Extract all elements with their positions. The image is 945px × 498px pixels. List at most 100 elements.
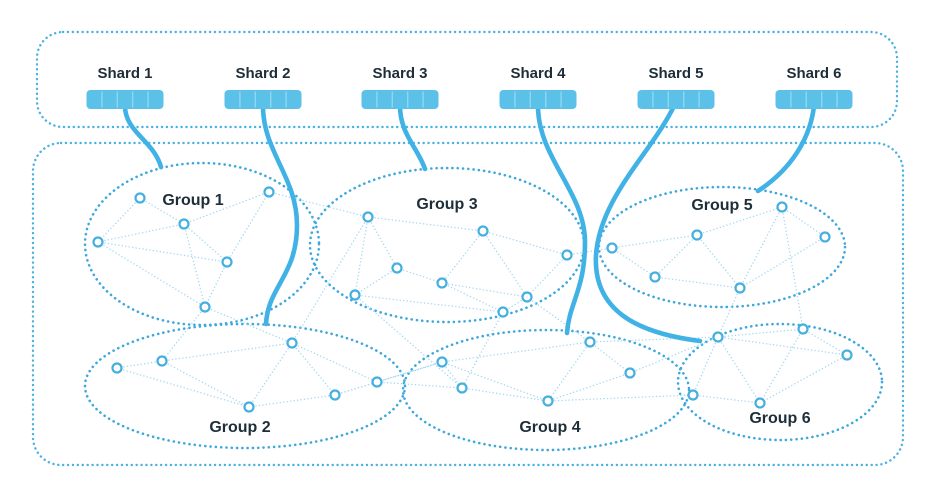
network-node bbox=[797, 323, 809, 335]
mesh-edge bbox=[717, 336, 848, 356]
mesh-edge bbox=[226, 191, 270, 263]
mesh-edge bbox=[334, 361, 443, 396]
mesh-edge bbox=[461, 387, 549, 402]
mesh-edge bbox=[526, 296, 591, 343]
group-label: Group 2 bbox=[209, 419, 270, 436]
mesh-edge bbox=[547, 372, 631, 402]
shard-icon bbox=[775, 90, 853, 109]
shard-connector bbox=[260, 103, 300, 327]
group-label: Group 3 bbox=[416, 196, 477, 213]
network-node bbox=[111, 362, 123, 374]
group-label: Group 5 bbox=[691, 197, 752, 214]
mesh-edge bbox=[116, 360, 163, 369]
shard-zone-container bbox=[35, 30, 899, 129]
mesh-edge bbox=[781, 206, 804, 330]
mesh-edge bbox=[97, 241, 228, 263]
mesh-edge bbox=[717, 336, 761, 404]
shard-icon bbox=[86, 90, 164, 109]
mesh-edge bbox=[441, 282, 528, 298]
shard-label: Shard 3 bbox=[372, 65, 427, 82]
mesh-edge bbox=[268, 191, 369, 218]
network-node bbox=[134, 192, 146, 204]
mesh-edge bbox=[204, 261, 228, 308]
group-ellipse bbox=[83, 161, 321, 327]
mesh-edge bbox=[502, 296, 528, 313]
network-node bbox=[754, 397, 766, 409]
shard-label: Shard 6 bbox=[786, 65, 841, 82]
mesh-edge bbox=[441, 361, 549, 402]
network-node bbox=[561, 249, 573, 261]
network-node bbox=[243, 401, 255, 413]
network-node bbox=[542, 395, 554, 407]
mesh-edge bbox=[97, 223, 185, 243]
mesh-edge bbox=[717, 328, 804, 338]
mesh-edge bbox=[183, 223, 228, 263]
network-node bbox=[329, 389, 341, 401]
mesh-edge bbox=[291, 216, 369, 344]
group-label: Group 4 bbox=[519, 419, 580, 436]
mesh-edge bbox=[161, 306, 206, 362]
mesh-edge bbox=[376, 361, 443, 383]
shard-icon bbox=[637, 90, 715, 109]
mesh-edge bbox=[183, 223, 206, 308]
network-node bbox=[477, 225, 489, 237]
network-node bbox=[776, 201, 788, 213]
mesh-edge bbox=[802, 328, 848, 356]
mesh-edge bbox=[183, 191, 270, 225]
group-ellipse bbox=[401, 328, 691, 452]
mesh-edge bbox=[589, 341, 631, 374]
network-node bbox=[92, 236, 104, 248]
network-node bbox=[456, 382, 468, 394]
shard-icon bbox=[499, 90, 577, 109]
shard-connector bbox=[397, 103, 428, 172]
mesh-edge bbox=[97, 241, 206, 308]
network-node bbox=[841, 349, 853, 361]
mesh-edge bbox=[291, 342, 336, 396]
network-node bbox=[391, 262, 403, 274]
network-node bbox=[584, 336, 596, 348]
mesh-edge bbox=[97, 197, 141, 243]
shard-label: Shard 2 bbox=[235, 65, 290, 82]
network-node bbox=[199, 301, 211, 313]
network-node bbox=[263, 186, 275, 198]
shard-connector bbox=[535, 103, 588, 336]
mesh-edge bbox=[248, 394, 336, 408]
network-node bbox=[624, 367, 636, 379]
network-node bbox=[436, 356, 448, 368]
mesh-edge bbox=[547, 394, 694, 402]
group-ellipse bbox=[83, 322, 407, 450]
shard-icon bbox=[224, 90, 302, 109]
network-node bbox=[349, 289, 361, 301]
network-node bbox=[497, 306, 509, 318]
mesh-edge bbox=[461, 311, 504, 389]
network-node bbox=[649, 271, 661, 283]
group-label: Group 1 bbox=[162, 192, 223, 209]
mesh-edge bbox=[654, 276, 741, 289]
mesh-edge bbox=[396, 267, 443, 284]
mesh-edge bbox=[116, 367, 250, 408]
mesh-edge bbox=[611, 247, 656, 278]
mesh-edge bbox=[692, 394, 761, 404]
network-node bbox=[436, 277, 448, 289]
mesh-edge bbox=[161, 342, 293, 362]
mesh-edge bbox=[482, 230, 568, 256]
mesh-edge bbox=[739, 236, 826, 289]
network-node bbox=[156, 355, 168, 367]
shard-connector bbox=[593, 103, 703, 344]
group-label: Group 6 bbox=[749, 410, 810, 427]
network-node bbox=[819, 231, 831, 243]
shard-icon bbox=[361, 90, 439, 109]
network-node bbox=[362, 211, 374, 223]
mesh-edge bbox=[139, 197, 185, 225]
mesh-edge bbox=[482, 230, 528, 298]
mesh-edge bbox=[441, 282, 504, 313]
mesh-edge bbox=[611, 234, 698, 249]
mesh-edge bbox=[354, 294, 504, 313]
mesh-edge bbox=[654, 234, 698, 278]
mesh-edge bbox=[248, 342, 293, 408]
network-node bbox=[371, 376, 383, 388]
network-node bbox=[734, 282, 746, 294]
mesh-edge bbox=[547, 341, 591, 402]
mesh-edge bbox=[441, 341, 591, 363]
